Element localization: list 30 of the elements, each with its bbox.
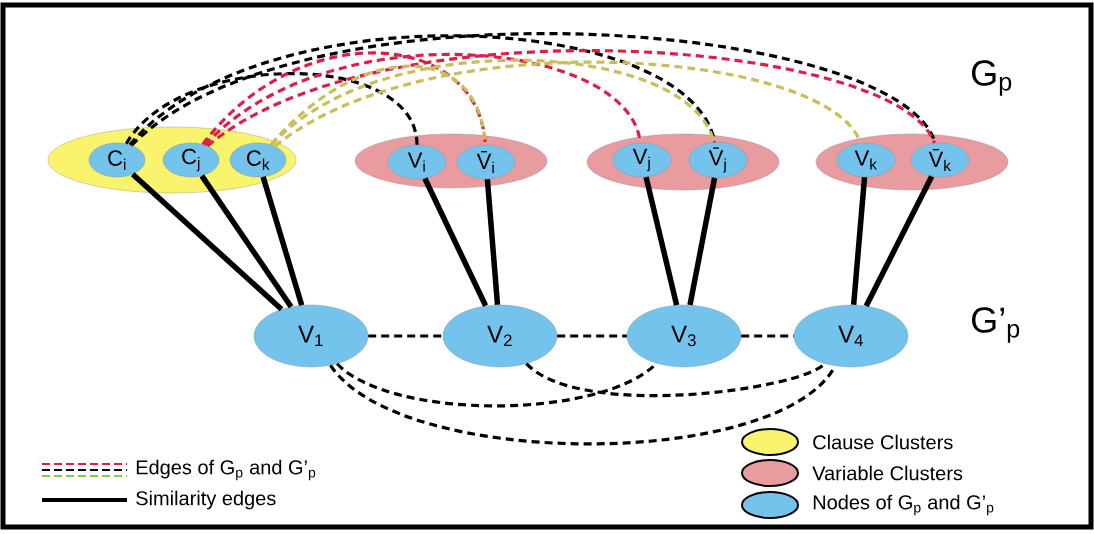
dashed-edge <box>128 34 717 146</box>
legend-text: Clause Clusters <box>813 434 953 450</box>
graph-label: G’$_{p}$ <box>972 307 1020 343</box>
dashed-edge <box>368 334 443 338</box>
similarity-edge <box>687 177 718 306</box>
similarity-edge <box>422 177 489 307</box>
dashed-edge <box>206 49 936 148</box>
similarity-edge <box>863 175 935 308</box>
legend-text: Nodes of G$_{p}$ and G’$_{p}$ <box>813 494 994 516</box>
dashed-edge <box>274 60 862 148</box>
similarity-edge <box>130 172 284 312</box>
dashed-edge <box>329 364 837 446</box>
similarity-edge <box>199 174 294 309</box>
legend-text: Edges of G$_{p}$ and G’$_{p}$ <box>136 459 316 481</box>
dashed-edge <box>130 32 937 147</box>
similarity-edge <box>643 176 680 306</box>
dashed-edge <box>203 53 642 147</box>
legend-text: Variable Clusters <box>812 465 963 481</box>
graph-label: G$_{p}$ <box>972 60 1012 96</box>
similarity-edge <box>260 176 305 306</box>
similarity-edge <box>484 178 501 306</box>
dashed-edge <box>201 51 487 146</box>
dashed-edge <box>525 362 826 398</box>
legend-text: Similarity edges <box>136 490 276 510</box>
dashed-edge <box>269 64 487 146</box>
dashed-edge <box>125 72 419 146</box>
similarity-edge <box>850 176 868 306</box>
dashed-edge <box>557 334 627 338</box>
dashed-edge <box>270 58 716 147</box>
dashed-edge <box>741 334 794 338</box>
